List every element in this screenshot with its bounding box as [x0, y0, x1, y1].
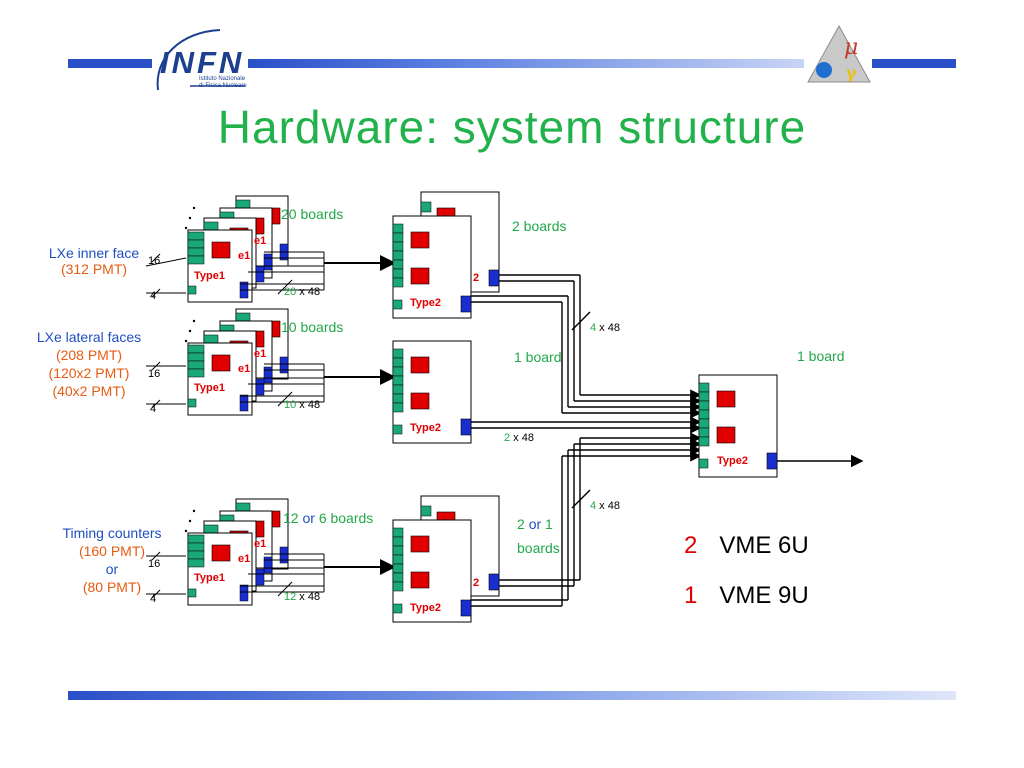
type2-pair-timing — [392, 495, 500, 623]
final-boards: 1 board — [797, 348, 845, 364]
type1-label-timing: Type1 — [194, 572, 225, 584]
mult-inner: 20 x 48 — [284, 286, 321, 298]
type2-label-timing: Type2 — [410, 602, 441, 614]
type1-partial-timing-b: e1 — [238, 553, 251, 565]
type1-stack-inner — [184, 195, 289, 303]
trunk-bottom — [471, 432, 702, 607]
boards-lateral: 10 boards — [281, 319, 344, 335]
type2-label-inner: Type2 — [410, 297, 441, 309]
input-16-timing: 16 — [148, 558, 161, 570]
type1-stack-lateral — [184, 308, 289, 416]
link-bottom-mult: 4 x 48 — [590, 500, 620, 512]
t2-boards-inner: 2 boards — [512, 218, 567, 234]
input-4-inner: 4 — [150, 290, 157, 302]
t2-boards-lateral: 1 board — [514, 349, 562, 365]
type2-label-final: Type2 — [717, 455, 748, 467]
bus-inner — [240, 251, 396, 295]
link-mid-mult: 2 x 48 — [504, 432, 534, 444]
header-bar-middle — [248, 59, 804, 68]
footer-bar — [68, 691, 956, 700]
type2-pair-inner — [392, 191, 500, 319]
meg-logo-icon: μ γ — [807, 24, 871, 83]
trunk-top — [471, 274, 702, 419]
type2-partial-timing: 2 — [473, 577, 480, 589]
label-lateral-faces: LXe lateral faces (208 PMT) (120x2 PMT) … — [36, 329, 142, 399]
input-4-lateral: 4 — [150, 403, 157, 415]
page-title: Hardware: system structure — [217, 101, 807, 153]
mult-timing: 12 x 48 — [284, 591, 321, 603]
label-inner-face: LXe inner face (312 PMT) — [48, 245, 140, 277]
mult-lateral: 10 x 48 — [284, 399, 321, 411]
type1-partial-lateral-a: e1 — [254, 348, 267, 360]
inputs-timing — [146, 551, 186, 599]
type1-label-inner: Type1 — [194, 270, 225, 282]
header-bar-left — [68, 59, 152, 68]
boards-timing: 12 or 6 boards — [283, 510, 374, 526]
trunk-mid — [471, 416, 702, 434]
inputs-inner — [145, 253, 187, 298]
bus-lateral — [240, 363, 396, 407]
boards-inner: 20 boards — [281, 206, 344, 222]
type1-partial-lateral-b: e1 — [238, 363, 251, 375]
svg-text:μ: μ — [844, 35, 858, 60]
input-4-timing: 4 — [150, 593, 157, 605]
link-top-mult: 4 x 48 — [590, 322, 620, 334]
logo-subtitle: Istituto Nazionale di Fisica Nucleare — [199, 76, 247, 89]
input-16-lateral: 16 — [148, 368, 161, 380]
type1-label-lateral: Type1 — [194, 382, 225, 394]
type1-partial-inner-b: e1 — [238, 250, 251, 262]
type1-partial-timing-a: e1 — [254, 538, 267, 550]
type2-partial-inner: 2 — [473, 272, 480, 284]
svg-text:γ: γ — [846, 63, 857, 82]
type2-label-lateral: Type2 — [410, 422, 441, 434]
bus-timing — [240, 553, 396, 597]
inputs-lateral — [146, 361, 186, 409]
infn-logo-icon — [156, 29, 245, 91]
type1-stack-timing — [184, 498, 289, 606]
type1-partial-inner-a: e1 — [254, 235, 267, 247]
label-timing-counters: Timing counters (160 PMT) or (80 PMT) — [62, 525, 162, 595]
header-bar-right — [872, 59, 956, 68]
input-16-inner: 16 — [148, 255, 161, 267]
t2-boards-timing: 2 or 1 boards — [517, 516, 560, 556]
logo-wordmark: INFN — [160, 45, 245, 80]
